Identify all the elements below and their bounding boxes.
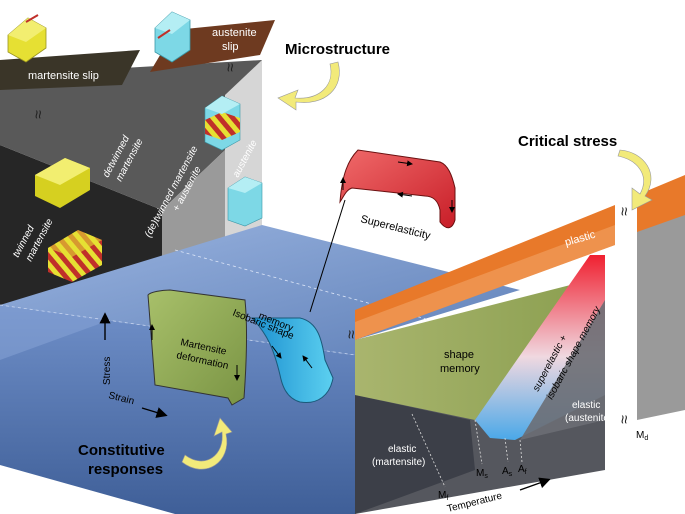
martensite-deformation-shape bbox=[147, 289, 248, 406]
shape-memory-label-1: shape bbox=[444, 349, 474, 361]
elastic-austenite-label-1: elastic bbox=[572, 400, 600, 411]
martensite-slip-shear-line bbox=[25, 14, 39, 23]
isobaric-arrow-2 bbox=[302, 355, 313, 369]
ms-line bbox=[474, 419, 483, 465]
martensite-slip-bar-group: martensite slip bbox=[0, 14, 140, 90]
temperature-axis-arrow bbox=[519, 477, 551, 491]
as-line bbox=[504, 437, 509, 463]
austenite-slip-block-top bbox=[155, 12, 190, 34]
elastic-austenite-label-2: (austenite) bbox=[565, 413, 612, 424]
critical-stress-heading: Critical stress bbox=[518, 133, 617, 150]
austenite-slip-shear-line bbox=[157, 29, 171, 39]
austenite-slip-label-1: austenite bbox=[212, 27, 257, 39]
break-gap bbox=[615, 190, 637, 430]
elastic-martensite-label-2: (martensite) bbox=[372, 457, 425, 468]
stress-axis-label: Stress bbox=[102, 357, 113, 385]
microstructure-arrow-icon bbox=[277, 61, 340, 111]
temp-af-label: Af bbox=[518, 464, 527, 476]
mf-line bbox=[411, 413, 446, 488]
microstructure-heading: Microstructure bbox=[285, 41, 390, 58]
martensite-slip-block-top bbox=[8, 18, 46, 42]
shape-memory-region bbox=[355, 280, 590, 420]
floor-left-shade bbox=[0, 305, 110, 360]
break-symbol-plastic: ≈ bbox=[615, 207, 632, 216]
isobaric-arrow-1 bbox=[271, 345, 282, 359]
detwinned-block-icon bbox=[35, 158, 90, 208]
superelasticity-arrow-1 bbox=[397, 160, 413, 167]
superelasticity-label: Superelasticity bbox=[359, 213, 432, 242]
detwinned-block-top bbox=[35, 158, 90, 185]
martensite-slip-label: martensite slip bbox=[28, 70, 99, 82]
superelasticity-leader bbox=[309, 199, 346, 313]
detwinned-region bbox=[0, 60, 262, 210]
temp-as-label: As bbox=[502, 466, 513, 478]
austenite-block-top bbox=[228, 177, 262, 193]
critical-stress-arrow-icon bbox=[617, 149, 653, 211]
twinned-block-top bbox=[48, 230, 102, 257]
break-symbol-panel: ≈ bbox=[342, 330, 359, 339]
plastic-extension bbox=[637, 175, 685, 232]
temp-mf-label: Mf bbox=[438, 490, 448, 502]
constitutive-heading-1: Constitutive bbox=[78, 442, 165, 459]
floor-diag-dashed bbox=[174, 249, 431, 321]
shape-memory-label-2: memory bbox=[440, 363, 480, 375]
austenite-slip-label-2: slip bbox=[222, 41, 239, 53]
constitutive-heading-2: responses bbox=[88, 461, 163, 478]
strain-axis-arrow bbox=[141, 407, 168, 418]
critical-stress-panel bbox=[355, 175, 685, 514]
austenite-block-icon bbox=[227, 176, 263, 227]
austenite-slip-bar-group: austenite slip bbox=[150, 11, 275, 72]
superelasticity-arrow-2 bbox=[397, 191, 413, 198]
mixed-block-stripes bbox=[205, 112, 240, 140]
superelasticity-shape bbox=[339, 149, 456, 229]
plastic-band-light bbox=[355, 225, 615, 340]
elastic-martensite-label-1: elastic bbox=[388, 444, 416, 455]
martensite-slip-bar bbox=[0, 50, 140, 90]
twinned-block-icon bbox=[48, 230, 102, 282]
mixed-block-icon bbox=[204, 95, 241, 151]
temp-ms-label: Ms bbox=[476, 468, 488, 480]
panel-extension bbox=[637, 180, 685, 420]
break-symbol-right: ≈ bbox=[221, 63, 238, 72]
floor-front bbox=[0, 305, 355, 514]
mixed-block-top bbox=[205, 96, 240, 114]
break-symbol-bottom: ≈ bbox=[615, 415, 632, 424]
temp-md-label: Md bbox=[636, 430, 648, 442]
isobaric-shape bbox=[250, 317, 334, 404]
break-symbol-left: ≈ bbox=[29, 110, 46, 119]
martensite-deformation-curve: Martensite deformation bbox=[147, 289, 248, 406]
elastic-austenite-region bbox=[520, 300, 605, 440]
elastic-martensite-region bbox=[355, 395, 475, 514]
constitutive-arrow-icon bbox=[181, 417, 233, 470]
